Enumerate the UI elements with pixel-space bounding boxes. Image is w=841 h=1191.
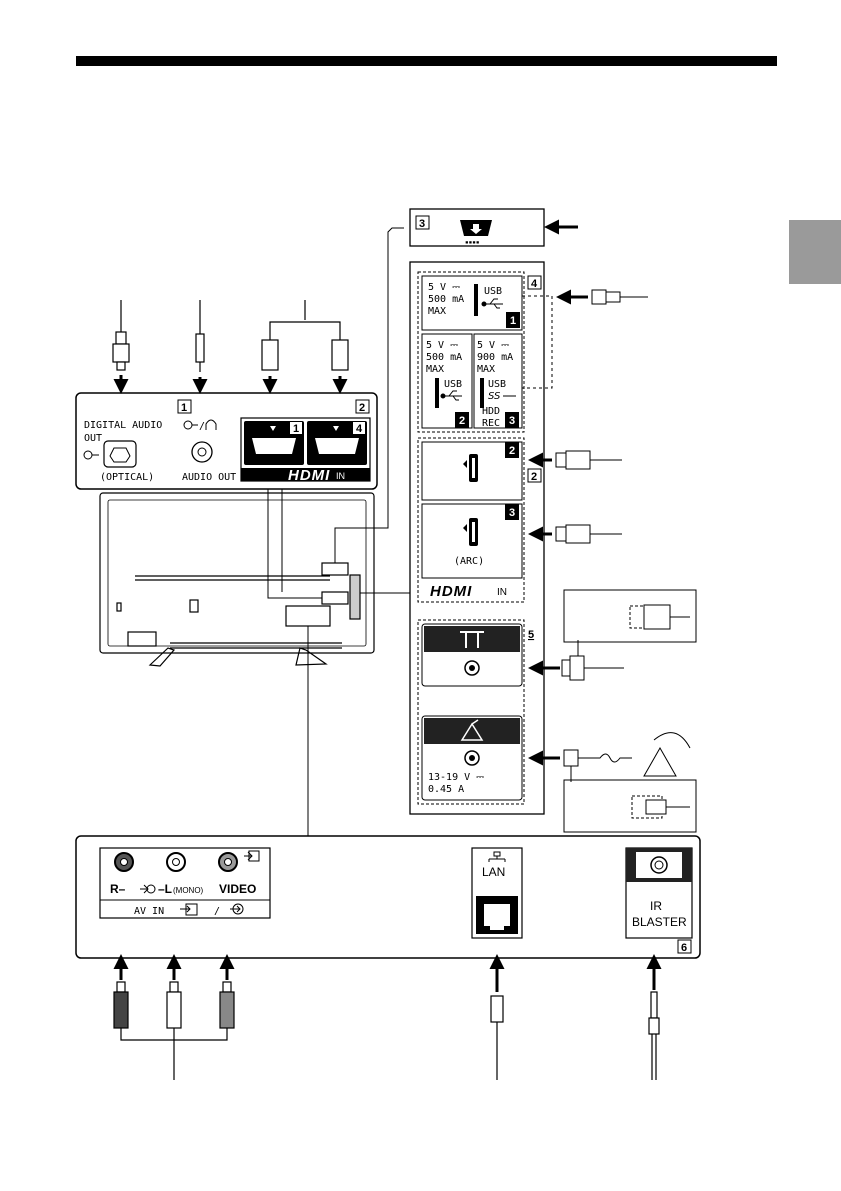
usb3-extra-2: REC xyxy=(482,418,500,429)
usb3-number: 3 xyxy=(509,415,515,427)
usb-panel: 4 5 V ⎓ 500 mA MAX USB 1 5 V ⎓ 500 mA MA… xyxy=(418,272,648,432)
coax-connector-detail xyxy=(630,605,690,629)
usb-port-3[interactable] xyxy=(480,378,484,408)
satellite-rating-1: 13-19 V ⎓ xyxy=(428,772,484,783)
hdmi-right-2-number: 2 xyxy=(509,445,515,457)
av-slash: / xyxy=(214,906,220,917)
leader-lines xyxy=(268,228,410,836)
usb-superspeed-icon: SS xyxy=(488,391,516,402)
hdmi-right-3-number: 3 xyxy=(509,507,515,519)
hdmi-port-4-number: 4 xyxy=(356,423,363,435)
usb1-rating-1: 5 V ⎓ xyxy=(428,282,460,293)
ir-label-1: IR xyxy=(650,899,662,913)
digital-audio-out-label: OUT xyxy=(84,433,102,444)
usb-port-2[interactable] xyxy=(435,378,439,408)
usb3-rating-1: 5 V ⎓ xyxy=(477,340,509,351)
optical-port[interactable] xyxy=(104,441,136,467)
audio-hdmi-panel: 1 2 DIGITAL AUDIO OUT (OPTICAL) / AUDIO … xyxy=(76,393,377,489)
antenna-panel: 5 13-19 V ⎓ 0.45 A xyxy=(418,590,696,832)
coax-cable-icon xyxy=(562,640,624,680)
bottom-panel: R– –L (MONO) VIDEO AV IN / LAN IR xyxy=(76,836,700,958)
av-in-label: AV IN xyxy=(134,906,164,917)
digital-audio-label: DIGITAL AUDIO xyxy=(84,420,162,431)
callout-2-left: 2 xyxy=(359,402,365,414)
arc-label: (ARC) xyxy=(454,556,484,567)
hdmi-in-left: IN xyxy=(336,471,345,481)
headphone-icon: / xyxy=(184,420,216,432)
satellite-rating-2: 0.45 A xyxy=(428,784,464,795)
satellite-cable-icon xyxy=(564,733,690,782)
top-left-cables xyxy=(113,300,348,388)
tv-rear-view xyxy=(100,493,374,666)
callout-1: 1 xyxy=(181,402,187,414)
usb1-rating-3: MAX xyxy=(428,306,446,317)
callout-2-right: 2 xyxy=(531,471,537,483)
bottom-cables xyxy=(114,960,659,1080)
audio-out-jack[interactable] xyxy=(192,442,212,462)
svg-text:SS: SS xyxy=(488,391,501,402)
hdmi-cable-icon xyxy=(556,451,622,469)
usb2-number: 2 xyxy=(459,415,465,427)
svg-text:▪▪▪▪: ▪▪▪▪ xyxy=(465,239,479,246)
video-label: VIDEO xyxy=(219,882,256,896)
hdmi-in-right: IN xyxy=(497,587,507,598)
usb3-rating-2: 900 mA xyxy=(477,352,513,363)
service-port-icon: ▪▪▪▪ xyxy=(460,220,492,246)
optical-label: (OPTICAL) xyxy=(100,472,154,483)
svg-text:/: / xyxy=(199,421,205,432)
usb2-rating-2: 500 mA xyxy=(426,352,462,363)
output-arrow-icon xyxy=(84,451,99,459)
hdmi-cable-icon xyxy=(556,525,622,543)
usb3-rating-3: MAX xyxy=(477,364,495,375)
hdmi-logo-right: HDMI xyxy=(430,583,472,600)
usb1-rating-2: 500 mA xyxy=(428,294,464,305)
usb1-number: 1 xyxy=(510,315,516,327)
usb3-extra-1: HDD xyxy=(482,406,500,417)
hdmi-logo-left: HDMI xyxy=(288,467,330,484)
header-bar xyxy=(76,56,777,66)
usb3-label: USB xyxy=(488,379,506,390)
service-panel: 3 ▪▪▪▪ xyxy=(410,209,578,246)
ir-label-2: BLASTER xyxy=(632,915,687,929)
mono-label: (MONO) xyxy=(173,886,204,895)
audio-out-label: AUDIO OUT xyxy=(182,472,236,483)
usb2-rating-1: 5 V ⎓ xyxy=(426,340,458,351)
lan-label: LAN xyxy=(482,865,505,879)
hdmi-port-1-number: 1 xyxy=(293,423,299,435)
usb-cable-icon xyxy=(592,290,648,304)
usb-icon xyxy=(482,299,503,308)
hdmi-right-panel: 2 2 3 (ARC) HDMI IN xyxy=(418,438,622,602)
callout-4: 4 xyxy=(531,278,538,290)
usb2-label: USB xyxy=(444,379,462,390)
callout-5: 5 xyxy=(528,629,534,641)
r-label: R– xyxy=(110,882,126,896)
callout-3: 3 xyxy=(419,218,425,230)
usb-port-1[interactable] xyxy=(474,284,478,316)
input-arrow-icon xyxy=(180,904,243,915)
callout-6: 6 xyxy=(681,942,687,954)
usb2-rating-3: MAX xyxy=(426,364,444,375)
l-label: –L xyxy=(158,882,172,896)
lan-icon xyxy=(489,852,505,862)
usb-icon xyxy=(441,391,462,400)
usb1-label: USB xyxy=(484,286,502,297)
f-connector-detail xyxy=(632,796,690,818)
